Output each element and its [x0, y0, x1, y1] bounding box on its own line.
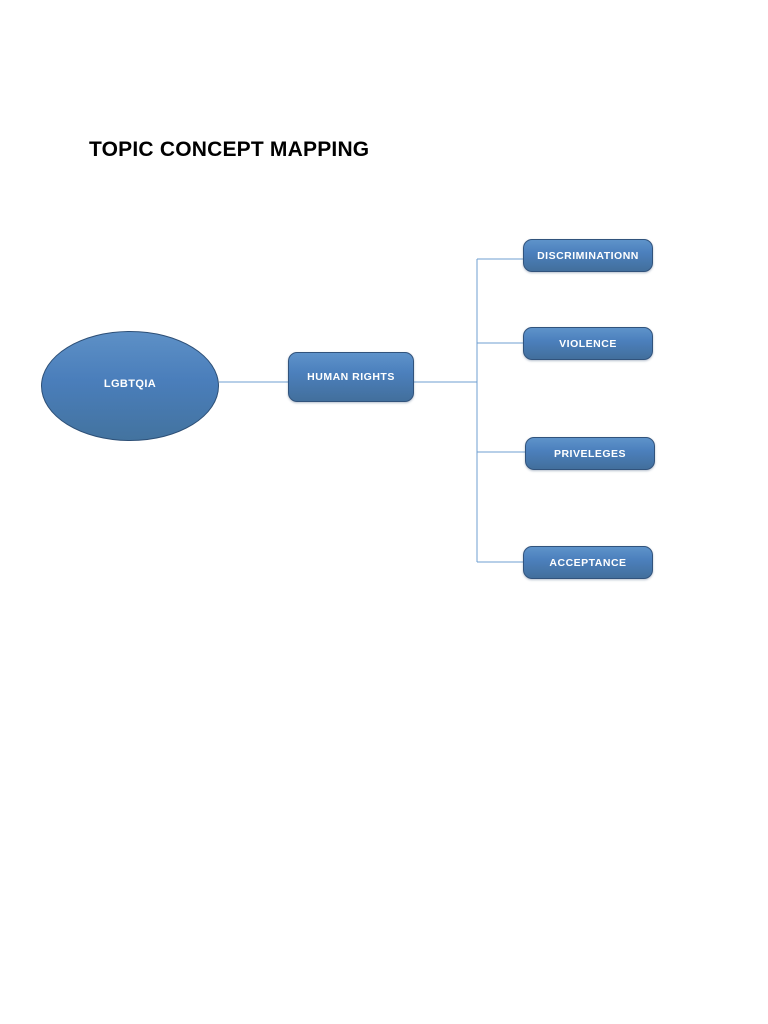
- node-violence[interactable]: VIOLENCE: [523, 327, 653, 360]
- node-priveleges-label: PRIVELEGES: [553, 447, 627, 460]
- node-human-rights-label: HUMAN RIGHTS: [307, 371, 395, 383]
- page-title: TOPIC CONCEPT MAPPING: [89, 138, 370, 161]
- node-human-rights[interactable]: HUMAN RIGHTS: [288, 352, 414, 402]
- node-lgbtqia-label: LGBTQIA: [103, 378, 157, 390]
- node-discrimination[interactable]: DISCRIMINATIONN: [523, 239, 653, 272]
- node-violence-label: VIOLENCE: [559, 337, 617, 350]
- node-acceptance[interactable]: ACCEPTANCE: [523, 546, 653, 579]
- node-discrimination-label: DISCRIMINATIONN: [537, 249, 639, 262]
- node-priveleges[interactable]: PRIVELEGES: [525, 437, 655, 470]
- node-acceptance-label: ACCEPTANCE: [549, 556, 627, 569]
- node-lgbtqia[interactable]: LGBTQIA: [41, 331, 219, 441]
